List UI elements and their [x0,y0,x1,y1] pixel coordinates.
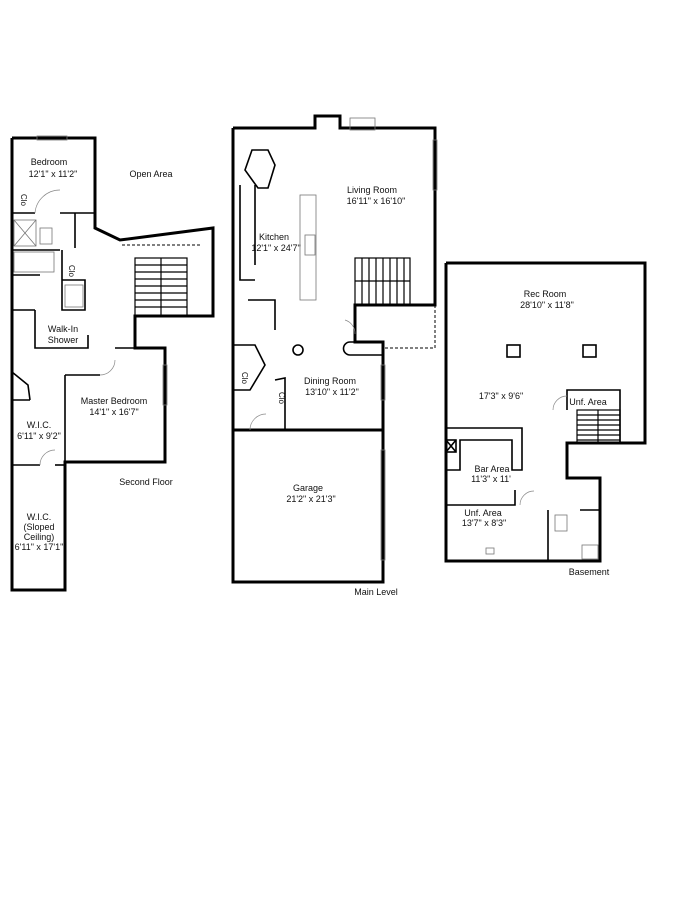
door-swing [552,395,568,411]
dining-room-name: Dining Room [304,376,356,386]
clo-wall [61,250,86,311]
bedroom-size: 12'1" x 11'2" [29,169,78,179]
second-floor-outer-wall [10,136,215,592]
dining-counter [342,341,384,356]
wic2-size: 6'11" x 17'1" [15,542,64,552]
living-room-size: 16'11" x 16'10" [347,196,406,206]
garage-door-swing [249,413,267,431]
deck-outline [383,305,436,349]
open-area-name: Open Area [129,169,172,179]
kitchen-cabinets [299,194,317,301]
living-room-name: Living Room [347,185,397,195]
shower-seat [64,284,84,308]
wic1-name: W.I.C. [27,420,52,430]
window [432,139,438,191]
walkin-shower-line2: Shower [48,335,79,345]
basement-outer-wall [444,261,647,563]
bar-area-name: Bar Area [474,464,509,474]
clo-wall [233,344,266,391]
bedroom-name: Bedroom [31,157,68,167]
bath-fixture [554,514,568,532]
second-floor-plan: Bedroom 12'1" x 11'2" Open Area Clo Clo … [10,135,215,592]
kitchen-name: Kitchen [259,232,289,242]
unf-area-bottom-name: Unf. Area [464,508,502,518]
garage-size: 21'2" x 21'3" [286,494,335,504]
fireplace [349,117,376,131]
pantry-wall [248,299,276,330]
basement-stairs [576,409,621,444]
window-2 [36,135,68,141]
vanity-diag-2 [13,219,37,247]
main-closet-label-2: Clo [277,392,286,405]
door-swing [34,189,61,214]
bedroom-closet-label: Clo [19,194,28,207]
master-bedroom-name: Master Bedroom [81,396,148,406]
door-swing [344,319,356,335]
garage-door [380,449,386,561]
bathtub [13,251,55,273]
bar-wall [446,427,523,471]
main-closet-label: Clo [240,372,249,385]
wic1-size: 6'11" x 9'2" [17,431,61,441]
bath-shower [581,544,599,560]
open-space-size: 17'3" x 9'6" [479,391,523,401]
kitchen-size: 12'1" x 24'7" [251,243,300,253]
bar-sink-diag-2 [445,439,457,453]
door-swing-2 [99,359,116,376]
window-2 [380,364,386,401]
support-post [506,344,521,358]
master-bedroom-size: 14'1" x 16'7" [89,407,138,417]
angled-wall [11,371,31,401]
main-level-outer-wall [231,114,437,584]
door-swing-2 [519,490,535,506]
utility-box [485,547,495,555]
kitchen-fridge [304,234,316,256]
unf-area-bottom-size: 13'7" x 8'3" [462,518,506,528]
bar-sink [445,439,457,453]
main-level-plan: Kitchen 12'1" x 24'7" Living Room 16'11"… [231,114,438,597]
kitchen-island [244,149,276,189]
basement-plan: Rec Room 28'10" x 11'8" 17'3" x 9'6" Unf… [444,261,647,577]
dining-room-size: 13'10" x 11'2" [305,387,359,397]
second-floor-stairs [134,257,188,317]
clo-wall-2 [274,377,286,430]
shower-wall [34,310,89,349]
support-post-2 [582,344,597,358]
second-floor-caption: Second Floor [119,477,173,487]
bar-area-size: 11'3" x 11' [471,474,511,484]
rec-room-name: Rec Room [524,289,567,299]
wic2-line2: (Sloped [23,522,54,532]
main-level-caption: Main Level [354,587,398,597]
wic2-line1: W.I.C. [27,512,52,522]
basement-caption: Basement [569,567,610,577]
unf-bottom-wall [446,490,516,506]
toilet [39,227,53,245]
walkin-shower-line1: Walk-In [48,324,78,334]
garage-name: Garage [293,483,323,493]
hall-closet-label: Clo [67,265,76,278]
window [162,364,168,406]
kitchen-wall [239,185,255,281]
column [292,344,304,356]
main-level-stairs [354,257,411,306]
vanity [13,219,37,247]
door-swing-3 [39,449,56,466]
unf-area-top-name: Unf. Area [569,397,607,407]
rec-room-size: 28'10" x 11'8" [520,300,574,310]
wic2-line3: Ceiling) [24,532,55,542]
